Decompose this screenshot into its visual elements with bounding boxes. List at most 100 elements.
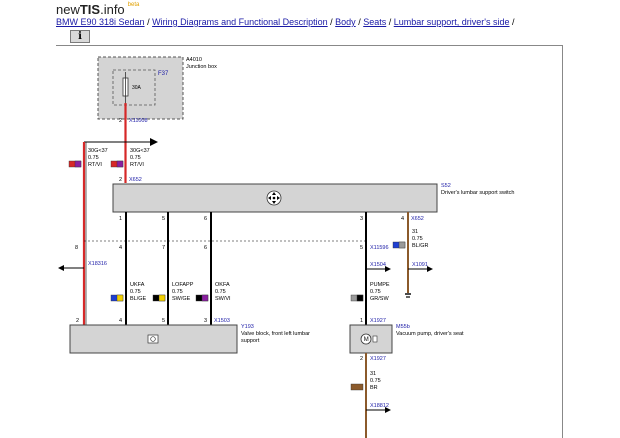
wire-pumpe-signal: PUMPE bbox=[370, 282, 390, 288]
wire-ukfa-color: BL/GE bbox=[130, 296, 147, 302]
pump-connector-icon bbox=[372, 335, 378, 343]
pin-label: 4 bbox=[401, 216, 404, 222]
wire-label-supply-size: 0.75 bbox=[130, 155, 141, 161]
connector-x11008: X11008 bbox=[129, 118, 148, 124]
fuse-rating: 30A bbox=[132, 85, 142, 91]
connector-x1503: X1503 bbox=[214, 318, 230, 324]
motor-symbol: M bbox=[364, 337, 369, 343]
fuse-id: F37 bbox=[158, 71, 169, 77]
pin-label: 2 bbox=[119, 177, 122, 183]
ground-wire-color: BL/GR bbox=[412, 243, 429, 249]
breadcrumb-link-model[interactable]: BMW E90 318i Sedan bbox=[56, 17, 145, 27]
breadcrumb-link-wiring-diagrams[interactable]: Wiring Diagrams and Functional Descripti… bbox=[152, 17, 328, 27]
pin-label: 6 bbox=[204, 216, 207, 222]
wire-color-swatch-violet bbox=[74, 160, 82, 168]
breadcrumb-separator: / bbox=[355, 17, 364, 27]
breadcrumb-link-lumbar-support[interactable]: Lumbar support, driver's side bbox=[393, 17, 510, 27]
wire-label-left-color: RT/VI bbox=[88, 162, 102, 168]
junction-box-name: Junction box bbox=[186, 64, 217, 70]
pump-ground-size: 0.75 bbox=[370, 378, 381, 384]
wire-label-left-size: 0.75 bbox=[88, 155, 99, 161]
connector-x1927: X1927 bbox=[370, 318, 386, 324]
breadcrumb-link-seats[interactable]: Seats bbox=[363, 17, 387, 27]
junction-box-id: A4010 bbox=[186, 57, 202, 63]
connector-x652: X652 bbox=[129, 177, 142, 183]
switch-name: Driver's lumbar support switch bbox=[441, 190, 515, 196]
logo-bold: TIS bbox=[79, 2, 101, 17]
wire-color-swatch-brown bbox=[350, 383, 364, 391]
connector-x652: X652 bbox=[411, 216, 424, 222]
logo-suffix: .info bbox=[100, 2, 125, 17]
fuse-housing bbox=[112, 69, 156, 106]
wire-color-swatch-yellow bbox=[158, 294, 166, 302]
pin-label: 4 bbox=[119, 318, 122, 324]
pin-label: 7 bbox=[162, 245, 165, 251]
arrow-right-icon bbox=[385, 407, 391, 413]
connector-x11596: X11596 bbox=[370, 245, 389, 251]
pin-label: 2 bbox=[119, 118, 122, 124]
junction-box[interactable] bbox=[97, 56, 184, 120]
connector-x1927: X1927 bbox=[370, 356, 386, 362]
wire-ukfa-size: 0.75 bbox=[130, 289, 141, 295]
switch-id: S52 bbox=[441, 183, 451, 189]
diagram-frame-right bbox=[562, 45, 563, 438]
pin-label: 3 bbox=[360, 216, 363, 222]
wire-label-left-signal: 30G<37 bbox=[88, 148, 108, 154]
wire-color-swatch-black bbox=[356, 294, 364, 302]
valve-block-name-1: Valve block, front left lumbar bbox=[241, 331, 310, 337]
wire-color-swatch-grey bbox=[398, 241, 406, 249]
arrow-right-icon bbox=[150, 138, 158, 146]
pump-name: Vacuum pump, driver's seat bbox=[396, 331, 464, 337]
wire-okfa-signal: OKFA bbox=[215, 282, 230, 288]
wire-color-swatch-violet bbox=[116, 160, 124, 168]
wire-pumpe-size: 0.75 bbox=[370, 289, 381, 295]
motor-icon bbox=[360, 333, 372, 345]
pin-label: 2 bbox=[76, 318, 79, 324]
breadcrumb: BMW E90 318i Sedan / Wiring Diagrams and… bbox=[56, 17, 515, 27]
arrow-right-icon bbox=[427, 266, 433, 272]
connector-x1504: X1504 bbox=[370, 262, 386, 268]
switch-direction-icon bbox=[266, 190, 282, 206]
wire-color-swatch-violet bbox=[201, 294, 209, 302]
wire-okfa-color: SW/VI bbox=[215, 296, 231, 302]
breadcrumb-separator: / bbox=[144, 17, 153, 27]
pin-label: 8 bbox=[75, 245, 78, 251]
wire-pumpe-color: GR/SW bbox=[370, 296, 389, 302]
wire-label-supply-signal: 30G<37 bbox=[130, 148, 150, 154]
valve-icon bbox=[147, 334, 159, 344]
pin-label: 1 bbox=[360, 318, 363, 324]
breadcrumb-separator: / bbox=[386, 17, 394, 27]
valve-block-id: Y193 bbox=[241, 324, 254, 330]
connector-x18316: X18316 bbox=[88, 261, 107, 267]
ground-wire-size: 0.75 bbox=[412, 236, 423, 242]
wire-okfa-size: 0.75 bbox=[215, 289, 226, 295]
wire-lofapp-signal: LOFAPP bbox=[172, 282, 194, 288]
pump-ground-color: BR bbox=[370, 385, 378, 391]
valve-block-name-2: support bbox=[241, 338, 260, 344]
arrow-left-icon bbox=[58, 265, 64, 271]
connector-x1091: X1091 bbox=[412, 262, 428, 268]
pump-ground-signal: 31 bbox=[370, 371, 376, 377]
pin-label: 2 bbox=[360, 356, 363, 362]
pin-label: 5 bbox=[360, 245, 363, 251]
logo-prefix: new bbox=[56, 2, 80, 17]
arrow-right-icon bbox=[385, 266, 391, 272]
pin-label: 3 bbox=[204, 318, 207, 324]
info-button[interactable]: i bbox=[70, 30, 90, 43]
wire-lofapp-color: SW/GE bbox=[172, 296, 191, 302]
wire-label-supply-color: RT/VI bbox=[130, 162, 144, 168]
breadcrumb-link-body[interactable]: Body bbox=[335, 17, 356, 27]
pin-label: 1 bbox=[119, 216, 122, 222]
ground-wire-signal: 31 bbox=[412, 229, 418, 235]
connector-x18812: X18812 bbox=[370, 403, 389, 409]
pin-label: 5 bbox=[162, 318, 165, 324]
diagram-frame-top bbox=[56, 45, 563, 46]
beta-badge: beta bbox=[127, 2, 140, 8]
pin-label: 6 bbox=[204, 245, 207, 251]
pin-label: 5 bbox=[162, 216, 165, 222]
wire-color-swatch-yellow bbox=[116, 294, 124, 302]
breadcrumb-separator: / bbox=[327, 17, 336, 27]
wire-ukfa-signal: UKFA bbox=[130, 282, 145, 288]
